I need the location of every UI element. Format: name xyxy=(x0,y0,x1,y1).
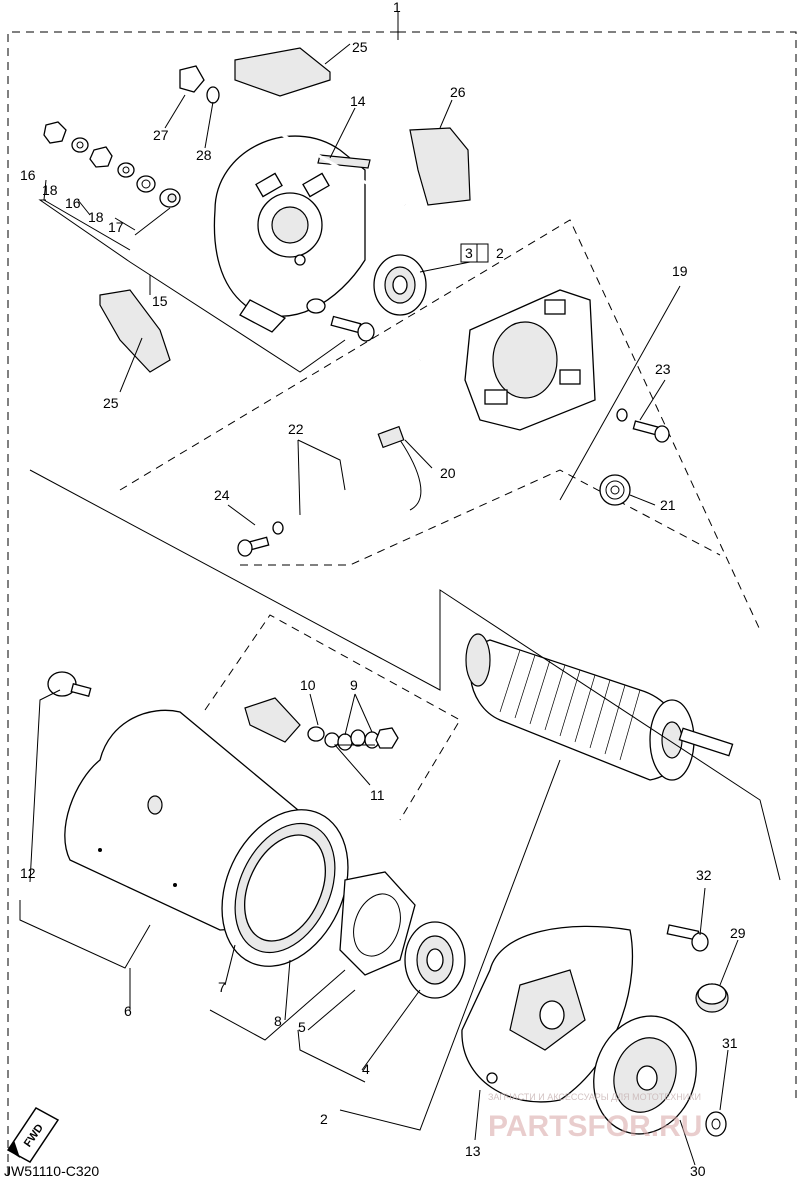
callout-18-b: 18 xyxy=(88,209,104,225)
callout-27: 27 xyxy=(153,127,169,143)
part-16-nut-a xyxy=(43,121,67,144)
callout-16-a: 16 xyxy=(20,167,36,183)
leader-lines xyxy=(19,43,781,1166)
part-27-28-long-bolt xyxy=(179,65,406,207)
part-12-screw xyxy=(47,671,92,697)
part-25-insulator-bottom xyxy=(99,289,171,373)
part-23-screw-washer xyxy=(616,408,670,443)
part-5-gasket xyxy=(339,871,416,976)
callout-2: 2 xyxy=(320,1111,328,1127)
part-4-bearing xyxy=(404,921,466,999)
fwd-arrow xyxy=(6,1107,60,1163)
part-24-screw-washer xyxy=(237,521,284,557)
part-32-bolt xyxy=(666,924,709,952)
callout-13: 13 xyxy=(465,1143,481,1159)
part-14-front-bracket xyxy=(213,135,371,333)
callout-3: 3 xyxy=(465,245,473,261)
armature xyxy=(465,633,734,781)
callout-7: 7 xyxy=(218,979,226,995)
assembly-frame xyxy=(7,12,797,1180)
terminal-frame xyxy=(204,614,461,821)
callout-28: 28 xyxy=(196,147,212,163)
callout-1: 1 xyxy=(393,0,401,15)
callout-5: 5 xyxy=(298,1019,306,1035)
watermark-brand: PARTSFOR.RU xyxy=(488,1110,702,1143)
part-30-oil-seal xyxy=(593,1015,697,1135)
watermark-tagline: ЗАПЧАСТИ И АКСЕССУАРЫ ДЛЯ МОТОТЕХНИКИ xyxy=(488,1092,701,1102)
callout-17: 17 xyxy=(108,219,124,235)
callout-12: 12 xyxy=(20,865,36,881)
callout-15: 15 xyxy=(152,293,168,309)
callout-6: 6 xyxy=(124,1003,132,1019)
part-10-terminal-plate xyxy=(244,697,325,743)
callout-30: 30 xyxy=(690,1163,706,1179)
callout-20: 20 xyxy=(440,465,456,481)
part-25-insulator-top xyxy=(234,47,331,97)
callout-19: 19 xyxy=(672,263,688,279)
part-18-washer-a xyxy=(71,137,89,153)
callout-29: 29 xyxy=(730,925,746,941)
callout-9: 9 xyxy=(350,677,358,693)
callout-16-b: 16 xyxy=(65,195,81,211)
part-22-brush-lead xyxy=(299,358,422,517)
callout-8: 8 xyxy=(274,1013,282,1029)
part-3-bearing xyxy=(373,254,427,316)
part-15-insulator-nut xyxy=(159,188,181,208)
part-17-washer xyxy=(136,175,156,193)
callout-26: 26 xyxy=(450,84,466,100)
brush-assembly-frame xyxy=(119,219,761,631)
callout-10: 10 xyxy=(300,677,316,693)
part-29-collar xyxy=(695,983,729,1013)
part-15-screw xyxy=(306,298,375,342)
callout-11: 11 xyxy=(370,787,385,803)
part-13-rear-cover xyxy=(461,925,634,1103)
callout-labels: 25 14 26 27 28 16 18 16 18 17 3 2 15 19 … xyxy=(20,39,746,1179)
callout-23: 23 xyxy=(655,361,671,377)
callout-31: 31 xyxy=(722,1035,738,1051)
part-19-brush-holder xyxy=(464,289,596,431)
callout-4: 4 xyxy=(362,1061,370,1077)
callout-24: 24 xyxy=(214,487,230,503)
callout-21: 21 xyxy=(660,497,676,513)
brush-assembly-frame-2 xyxy=(240,469,721,566)
part-26-insulator xyxy=(409,127,471,206)
armature-windings xyxy=(499,649,641,761)
callout-22: 22 xyxy=(288,421,304,437)
drawing-code: JW51110-C320 xyxy=(4,1163,99,1179)
callout-14: 14 xyxy=(350,93,366,109)
part-31-nut xyxy=(705,1111,727,1137)
part-20-brush xyxy=(377,425,422,511)
callout-32: 32 xyxy=(696,867,712,883)
part-21-spring xyxy=(599,474,631,506)
callout-25-top: 25 xyxy=(352,39,368,55)
callout-18-a: 18 xyxy=(42,182,58,198)
part-16-nut-b xyxy=(89,146,113,168)
callout-3-box xyxy=(460,243,478,263)
callout-3-ref: 2 xyxy=(496,245,504,261)
callout-25-bottom: 25 xyxy=(103,395,119,411)
part-9-11-nuts-washers xyxy=(324,727,399,751)
part-7-stator-ring xyxy=(221,809,349,967)
part-18-washer-b xyxy=(117,162,135,178)
